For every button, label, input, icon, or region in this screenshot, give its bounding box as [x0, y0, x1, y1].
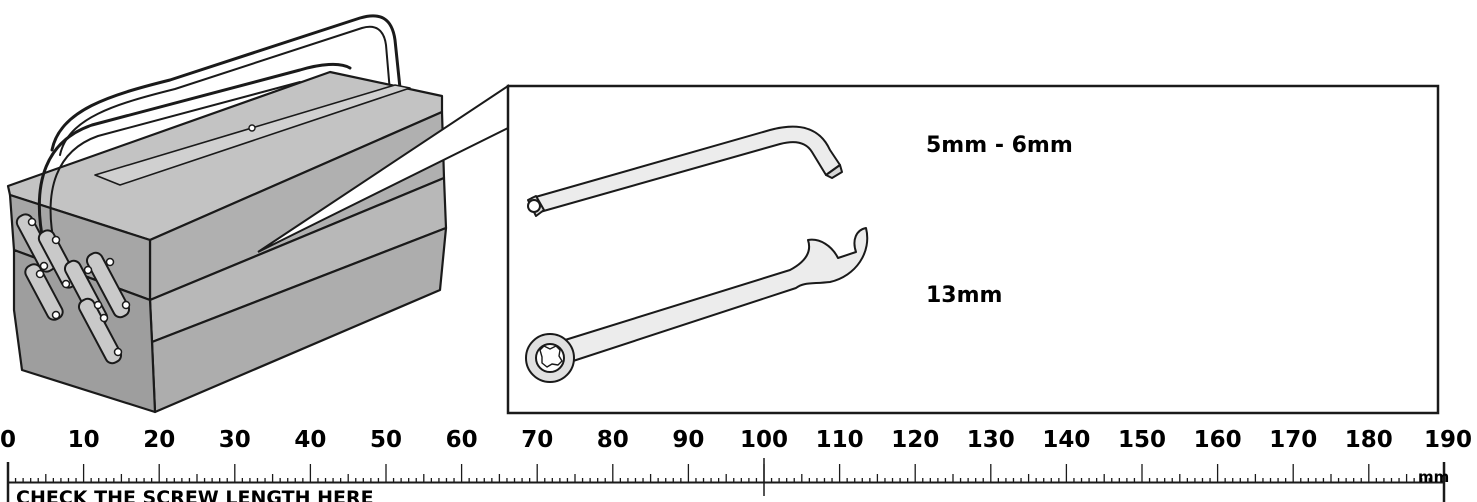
ruler-ticks	[7, 464, 1446, 482]
ruler-number: 30	[219, 427, 251, 453]
ruler-number: 190	[1424, 427, 1472, 453]
measuring-ruler: 0 10 20 30 40 50 60 70 80 90 100 110 120 130 140 150 160…	[0, 427, 1472, 502]
hex-key-icon	[527, 125, 843, 217]
ruler-number: 40	[294, 427, 326, 453]
ruler-number: 20	[143, 427, 175, 453]
ruler-number: 0	[0, 427, 16, 453]
hex-key-size-label: 5mm - 6mm	[926, 133, 1073, 158]
wrench-size-label: 13mm	[926, 283, 1002, 308]
ruler-number: 120	[891, 427, 939, 453]
ruler-number: 70	[521, 427, 553, 453]
ruler-number: 50	[370, 427, 402, 453]
ruler-number: 10	[68, 427, 100, 453]
combination-wrench-icon	[525, 227, 869, 383]
ruler-number: 60	[446, 427, 478, 453]
cantilever-toolbox-icon	[6, 14, 448, 414]
ruler-number: 170	[1269, 427, 1317, 453]
callout-box	[506, 84, 1440, 415]
ruler-numbers: 0 10 20 30 40 50 60 70 80 90 100 110 120 130 140 150 160…	[0, 427, 1472, 453]
ruler-number: 100	[740, 427, 788, 453]
ruler-number: 180	[1345, 427, 1393, 453]
ruler-number: 150	[1118, 427, 1166, 453]
ruler-unit-label: mm	[1418, 468, 1449, 486]
ruler-number: 140	[1042, 427, 1090, 453]
ruler-caption: CHECK THE SCREW LENGTH HERE	[16, 487, 374, 502]
ruler-number: 110	[816, 427, 864, 453]
ruler-number: 160	[1194, 427, 1242, 453]
ruler-number: 80	[597, 427, 629, 453]
ruler-number: 90	[672, 427, 704, 453]
ruler-number: 130	[967, 427, 1015, 453]
